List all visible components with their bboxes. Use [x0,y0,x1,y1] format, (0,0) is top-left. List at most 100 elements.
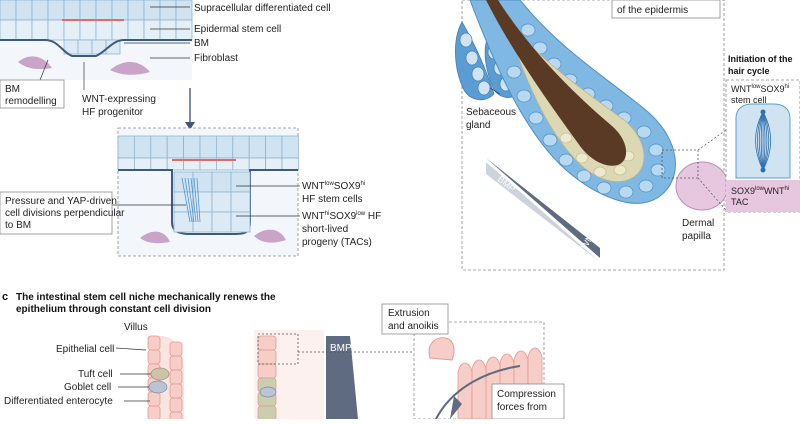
epidermal-cell [176,0,192,20]
epidermal-cell [48,0,64,20]
centrosome [761,110,766,115]
label-wnt-expressing-line1: WNT-expressing [82,94,156,105]
orss-cell [649,144,663,156]
label-pressure-line1: Pressure and YAP-driven [5,196,117,207]
basal-cell [112,20,128,40]
hf-stem-cell [212,172,231,192]
hf-stem-cell [212,192,231,212]
label-wnt-low-sox9-hi: WNTlowSOX9hi [302,181,365,192]
epithelial-cell [170,370,182,384]
label-of-the-epidermis: of the epidermis [617,5,688,16]
epithelial-cell [170,412,182,419]
basal-cell [160,20,176,40]
epithelial-cell [148,336,160,350]
epidermal-cell [112,0,128,20]
tac-cell [560,133,572,143]
epidermal-cell [118,136,134,158]
leader-line [116,348,146,350]
dermal-papilla [676,162,728,210]
label-villus: Villus [124,322,148,333]
epidermal-cell [216,136,232,158]
sebocyte [466,51,478,65]
label-pressure-line2: cell divisions perpendicular [5,208,125,219]
epithelial-cell [170,398,182,412]
epithelial-cell [148,406,160,419]
epidermal-cell [184,136,200,158]
hf-stem-cell [174,172,193,192]
epithelial-cell [170,342,182,356]
label-bm-remodelling-line2: remodelling [5,96,57,107]
epidermal-cell [233,136,249,158]
epidermal-cell [200,136,216,158]
villus-epithelium [116,336,184,419]
label-hf-stem-cells: HF stem cells [302,194,363,205]
label-dermal-line2: papilla [682,231,711,242]
sebocyte [460,33,472,47]
label-bm-remodelling-line1: BM [5,84,20,95]
panel-epidermis-top [0,0,192,90]
epidermal-cell [282,136,298,158]
epidermal-cell [64,0,80,20]
centrosome [761,168,766,173]
label-differentiated-enterocyte: Differentiated enterocyte [4,396,113,407]
panel-c-letter: c [2,291,8,303]
basal-cell [32,20,48,40]
label-epidermal-stem-cell: Epidermal stem cell [194,24,281,35]
epidermal-cell [167,136,183,158]
basal-cell [144,20,160,40]
label-bmp-intestine: BMP [330,343,352,354]
label-compression-line1: Compression [497,389,556,400]
label-initiation-line1: Initiation of the [728,54,793,64]
suprabasal-cell-row [118,136,298,170]
basal-cell [48,20,64,40]
crypt-cell [258,364,276,378]
placode-cells [174,172,250,232]
panel-c-title-line2: epithelium through constant cell divisio… [16,304,211,315]
basal-cell [134,158,150,170]
sebocyte [472,67,484,81]
label-inset-tac: TAC [731,197,749,207]
epithelial-cell [148,392,160,406]
basal-cell [249,158,265,170]
basal-cell [176,20,192,40]
epidermal-cell [144,0,160,20]
epidermal-cell [0,0,16,20]
tuft-cell [151,368,169,380]
orss-cell [543,134,557,146]
basal-cell [64,20,80,40]
epidermal-cell [266,136,282,158]
basal-cell [151,158,167,170]
epithelial-cell [170,356,182,370]
orss-cell [597,182,611,194]
orss-cell [651,164,665,176]
orss-cell [637,126,651,138]
basal-cell [282,158,298,170]
orss-cell [517,90,531,102]
hf-stem-cell [231,172,250,192]
label-wnt-expressing-line2: HF progenitor [82,107,144,118]
epidermal-cell [160,0,176,20]
label-supracellular: Supracellular differentiated cell [194,3,331,14]
epidermal-cell [249,136,265,158]
tac-cell [594,167,606,177]
label-tuft-cell: Tuft cell [78,369,113,380]
hf-stem-cell [174,212,193,232]
label-epithelial-cell: Epithelial cell [56,344,114,355]
epidermal-cell [151,136,167,158]
tac-cell [576,153,588,163]
epithelial-cell [170,384,182,398]
hf-stem-cell [193,172,212,192]
orss-cell [507,66,521,78]
epidermal-cell [32,0,48,20]
basal-cell [16,20,32,40]
tac-cell [614,165,626,175]
label-extrusion-line1: Extrusion [388,308,430,319]
label-extrusion-line2: and anoikis [388,321,439,332]
suprabasal-cell-row [0,0,192,20]
label-inset-wnt-low: WNTlowSOX9hi [731,84,789,94]
crypt-cell-column [258,336,276,419]
orss-cell [529,112,543,124]
hf-stem-cell [212,212,231,232]
